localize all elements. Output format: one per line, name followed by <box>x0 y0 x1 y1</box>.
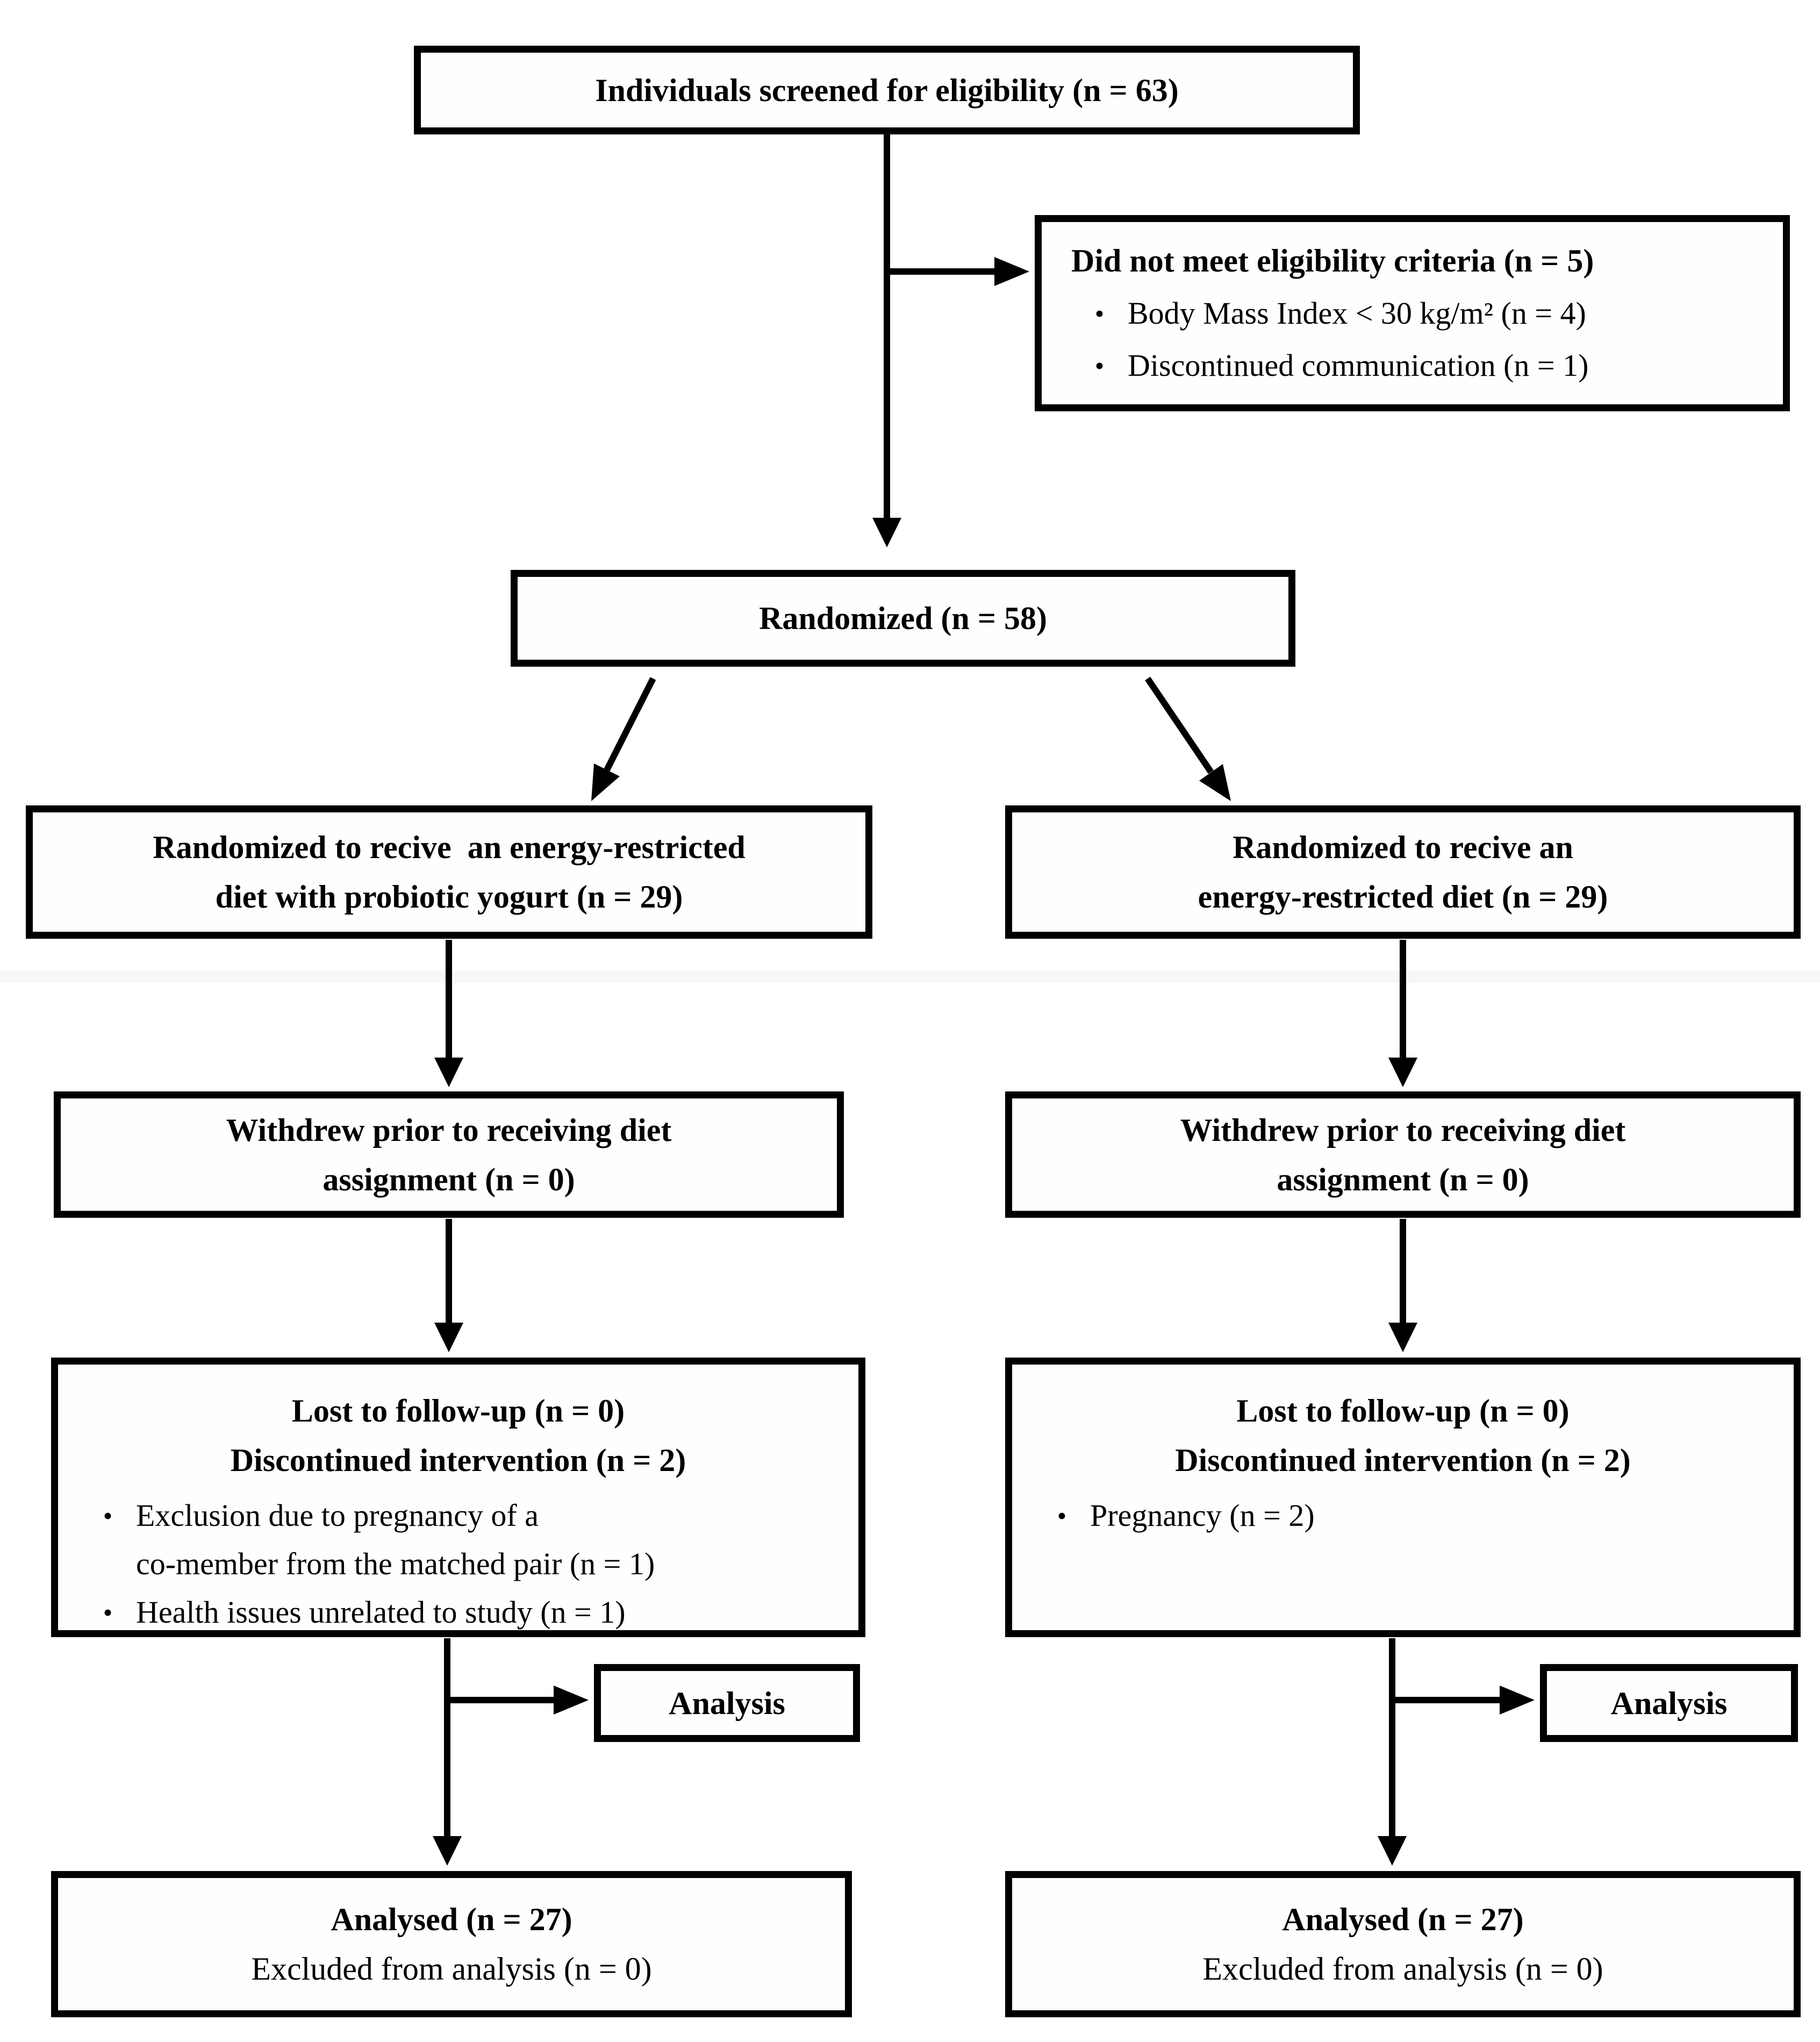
arrow-branch-analysis-right <box>1392 1686 1535 1715</box>
lost-left-bullet-pregnancy-comember: • Exclusion due to pregnancy of a co-mem… <box>80 1491 837 1588</box>
arrow-lost-to-analysed-right <box>1378 1638 1407 1866</box>
bullet-icon: • <box>103 1597 113 1627</box>
arrow-withdrew-to-lost-left <box>434 1219 463 1352</box>
box-lost-followup-left: Lost to follow-up (n = 0) Discontinued i… <box>51 1358 865 1637</box>
randomized-text: Randomized (n = 58) <box>759 601 1047 636</box>
arrow-lost-to-analysed-left <box>433 1638 462 1866</box>
arrow-arm-control-to-withdrew <box>1388 940 1417 1087</box>
box-withdrew-left: Withdrew prior to receiving diet assignm… <box>54 1091 844 1218</box>
box-screened-for-eligibility: Individuals screened for eligibility (n … <box>414 46 1360 134</box>
not-eligible-title: Did not meet eligibility criteria (n = 5… <box>1071 243 1594 279</box>
scan-artifact-band <box>0 971 1820 983</box>
box-analysis-left: Analysis <box>594 1664 860 1742</box>
arrow-arm-probiotic-to-withdrew <box>434 940 463 1087</box>
lost-right-titles: Lost to follow-up (n = 0) Discontinued i… <box>1175 1393 1631 1478</box>
lost-left-titles: Lost to follow-up (n = 0) Discontinued i… <box>230 1393 686 1478</box>
arrow-to-not-eligible <box>887 257 1029 286</box>
box-analysed-left: Analysed (n = 27) Excluded from analysis… <box>51 1871 852 2017</box>
box-withdrew-right: Withdrew prior to receiving diet assignm… <box>1005 1091 1801 1218</box>
not-eligible-bullet-communication: • Discontinued communication (n = 1) <box>1071 341 1767 390</box>
arrow-withdrew-to-lost-right <box>1388 1219 1417 1352</box>
not-eligible-bullet-bmi: • Body Mass Index < 30 kg/m² (n = 4) <box>1071 289 1767 338</box>
box-analysed-right: Analysed (n = 27) Excluded from analysis… <box>1005 1871 1801 2017</box>
box-analysis-right: Analysis <box>1540 1664 1798 1742</box>
bullet-icon: • <box>1057 1501 1067 1531</box>
box-arm-energy-restricted: Randomized to recive an energy-restricte… <box>1005 805 1801 939</box>
lost-left-bullet-health-issues: • Health issues unrelated to study (n = … <box>80 1588 837 1637</box>
box-arm-probiotic-yogurt: Randomized to recive an energy-restricte… <box>26 805 872 939</box>
box-randomized: Randomized (n = 58) <box>511 570 1295 667</box>
bullet-icon: • <box>1094 350 1105 381</box>
arrow-branch-analysis-left <box>447 1686 589 1715</box>
screened-text: Individuals screened for eligibility (n … <box>595 72 1179 108</box>
lost-right-bullet-pregnancy: • Pregnancy (n = 2) <box>1034 1491 1772 1540</box>
arrow-screened-to-randomized <box>872 133 901 547</box>
bullet-icon: • <box>103 1501 113 1531</box>
box-lost-followup-right: Lost to follow-up (n = 0) Discontinued i… <box>1005 1358 1801 1637</box>
box-did-not-meet-eligibility: Did not meet eligibility criteria (n = 5… <box>1035 215 1790 411</box>
bullet-icon: • <box>1094 298 1105 329</box>
arrow-randomized-to-arm-probiotic <box>591 677 656 801</box>
arrow-randomized-to-arm-control <box>1145 676 1231 801</box>
